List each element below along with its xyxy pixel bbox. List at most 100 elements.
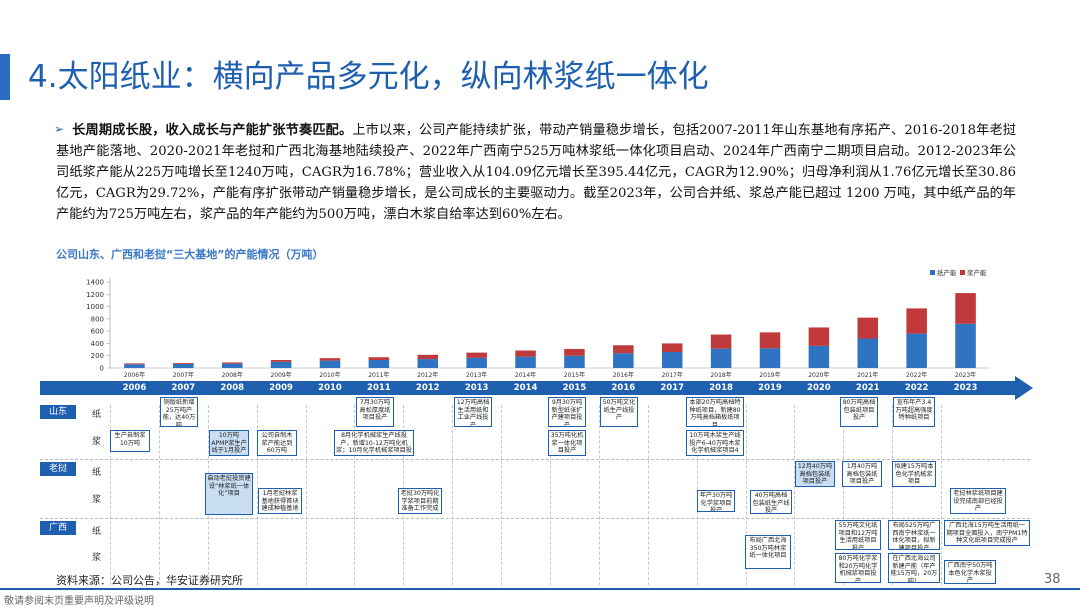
bar-pulp — [857, 317, 879, 339]
year-gridline — [110, 405, 111, 585]
event-box: 50万吨文化纸生产线投产 — [600, 397, 638, 427]
bar-paper — [173, 364, 194, 368]
bar-paper — [270, 361, 292, 368]
x-tick-label: 2020年 — [808, 371, 829, 379]
event-box: 12月40万吨高档包装纸项目投产 — [795, 461, 835, 487]
bar-paper — [124, 364, 145, 368]
row-divider — [40, 459, 1030, 460]
body-text: 上市以来，公司产能持续扩张，带动产销量稳步增长，包括2007-2011年山东基地… — [56, 123, 1016, 222]
bar-paper — [417, 359, 439, 368]
bar-pulp — [661, 343, 683, 353]
x-tick-label: 2023年 — [955, 371, 976, 379]
y-tick-label: 1400 — [86, 279, 104, 287]
year-gridline — [550, 405, 551, 585]
x-tick-label: 2013年 — [466, 371, 487, 379]
page-number: 38 — [1044, 572, 1061, 587]
title-accent-bar — [0, 54, 10, 100]
body-paragraph: 长周期成长股，收入成长与产能扩张节奏匹配。上市以来，公司产能持续扩张，带动产销量… — [56, 120, 1016, 225]
legend-label: 浆产能 — [967, 268, 987, 277]
x-tick-label: 2018年 — [710, 371, 731, 379]
source-note: 资料来源：公司公告，华安证券研究所 — [56, 574, 243, 587]
row-divider — [40, 518, 1030, 519]
bar-paper — [221, 363, 243, 368]
year-gridline — [794, 405, 796, 585]
year-gridline — [598, 405, 600, 585]
x-tick-label: 2009年 — [270, 371, 291, 379]
event-box: 布局525万吨广西南宁林浆纸一体化项目，拟新建项目投产 — [888, 520, 940, 550]
bar-pulp — [906, 308, 927, 334]
timeline-year: 2010 — [318, 383, 342, 393]
x-tick-label: 2007年 — [173, 371, 194, 379]
year-gridline — [452, 405, 454, 585]
bar-pulp — [564, 348, 585, 356]
year-gridline — [501, 405, 503, 585]
event-box: 宣布年产3.4万吨超高强度特种纸项目 — [893, 397, 935, 427]
event-box: 10万吨木浆生产线投产6-40万吨木浆化学机械浆项目4月、8月投产 — [686, 430, 744, 456]
timeline-year: 2008 — [220, 383, 245, 393]
timeline-year: 2009 — [269, 383, 293, 393]
event-box: 拟建15万吨本色化学机械浆项目 — [892, 461, 936, 487]
x-tick-label: 2014年 — [515, 371, 536, 379]
event-box: 40万吨高档包装纸生产线投产 — [750, 490, 792, 514]
bar-paper — [808, 345, 830, 368]
bar-pulp — [808, 327, 830, 346]
event-box: 广西南宁50万吨本色化学木浆投产 — [944, 560, 996, 584]
y-tick-label: 200 — [91, 352, 104, 360]
x-tick-label: 2011年 — [368, 371, 389, 379]
bar-pulp — [759, 332, 781, 349]
row-label-guangxi: 广西 — [40, 521, 76, 535]
bar-pulp — [270, 360, 292, 362]
y-tick-label: 1200 — [86, 291, 104, 299]
timeline-year: 2017 — [660, 383, 685, 393]
year-gridline — [892, 405, 894, 585]
event-box: 10万吨APMP浆生产线于1月投产 — [209, 430, 249, 456]
bar-pulp — [173, 363, 194, 365]
event-box: 年产30万吨化学浆项目投产 — [697, 490, 735, 512]
timeline-arrow-head-icon — [1015, 376, 1033, 400]
bar-paper — [906, 333, 927, 368]
y-tick-label: 800 — [91, 315, 104, 323]
bar-paper — [564, 355, 585, 368]
event-box: 8月化学机械浆生产线投产，新增10-12万吨化机浆；10月化学机械浆项目投产 — [334, 430, 414, 456]
bar-paper — [955, 323, 976, 368]
chart-title: 公司山东、广西和老挝“三大基地”的产能情况（万吨） — [56, 248, 324, 261]
legend-swatch — [930, 270, 935, 275]
event-box: 广西北海15万吨生活用纸一期项目全面投入，南宁PM1特种文化纸项目完成投产 — [944, 520, 1030, 546]
event-box: 公司自制木浆产能达到60万吨 — [257, 430, 297, 456]
x-tick-label: 2022年 — [906, 371, 927, 379]
event-box: 在广西北海公司新建产能（年产能15万吨，20万吨） — [888, 553, 940, 583]
body-lead: 长周期成长股，收入成长与产能扩张节奏匹配。 — [72, 123, 353, 138]
bar-paper — [857, 338, 879, 368]
bar-paper — [319, 360, 341, 368]
x-tick-label: 2006年 — [124, 371, 145, 379]
event-box: 7月30万吨高松厚度纸项目投产 — [356, 397, 394, 427]
bar-paper — [368, 360, 390, 368]
event-box: 启动老挝投资建设“林浆纸一体化”项目 — [205, 473, 253, 515]
timeline-year: 2018 — [709, 383, 733, 393]
bar-pulp — [221, 362, 243, 364]
bullet-arrow-icon: ➢ — [54, 122, 65, 136]
bar-pulp — [368, 357, 390, 361]
event-box: 12万吨高档生活用纸和工业产线投产 — [454, 397, 492, 427]
x-tick-label: 2017年 — [662, 371, 683, 379]
timeline-year: 2012 — [415, 383, 440, 393]
event-box: 生产自制浆10万吨 — [110, 430, 150, 452]
y-tick-label: 1000 — [86, 303, 104, 311]
timeline-year: 2021 — [855, 383, 880, 393]
year-gridline — [843, 405, 845, 585]
timeline-year: 2022 — [904, 383, 929, 393]
bar-paper — [661, 352, 683, 368]
timeline-year: 2007 — [171, 383, 196, 393]
timeline-year: 2013 — [464, 383, 489, 393]
bar-pulp — [417, 354, 439, 360]
bar-paper — [759, 348, 781, 368]
timeline-year: 2016 — [611, 383, 636, 393]
bar-paper — [613, 353, 634, 368]
row-sub-pulp-laos: 浆 — [92, 495, 102, 505]
bar-pulp — [613, 345, 634, 354]
timeline-year: 2006 — [122, 383, 147, 393]
bar-pulp — [710, 334, 732, 349]
bar-paper — [710, 348, 732, 368]
x-tick-label: 2021年 — [857, 371, 878, 379]
